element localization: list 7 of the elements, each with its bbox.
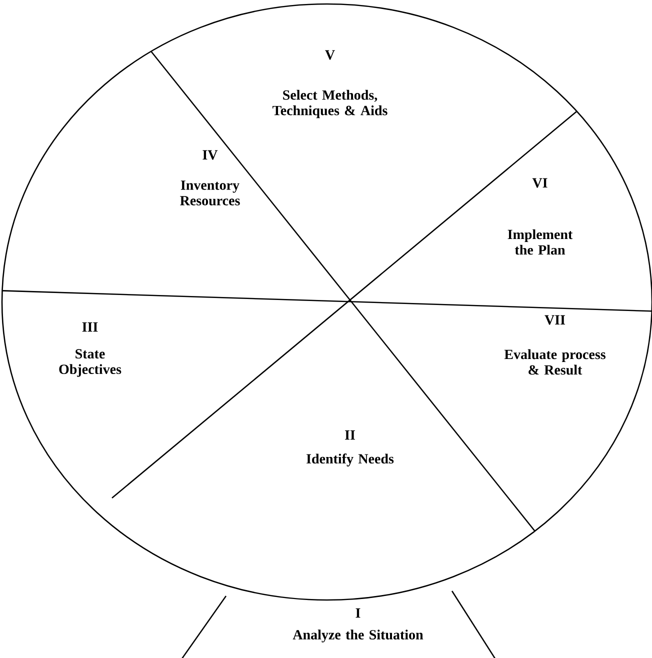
segment-label: VI Implement the Plan — [508, 178, 573, 255]
segment-label: II Identify Needs — [306, 430, 394, 466]
segment-label: IV Inventory Resources — [180, 150, 240, 206]
segment-label: I Analyze the Situation — [292, 608, 424, 642]
segment-label: III State Objectives — [59, 322, 122, 377]
segment-label: V Select Methods, Techniques & Aids — [272, 50, 388, 118]
segment-label: VII Evaluate process & Result — [504, 315, 606, 375]
